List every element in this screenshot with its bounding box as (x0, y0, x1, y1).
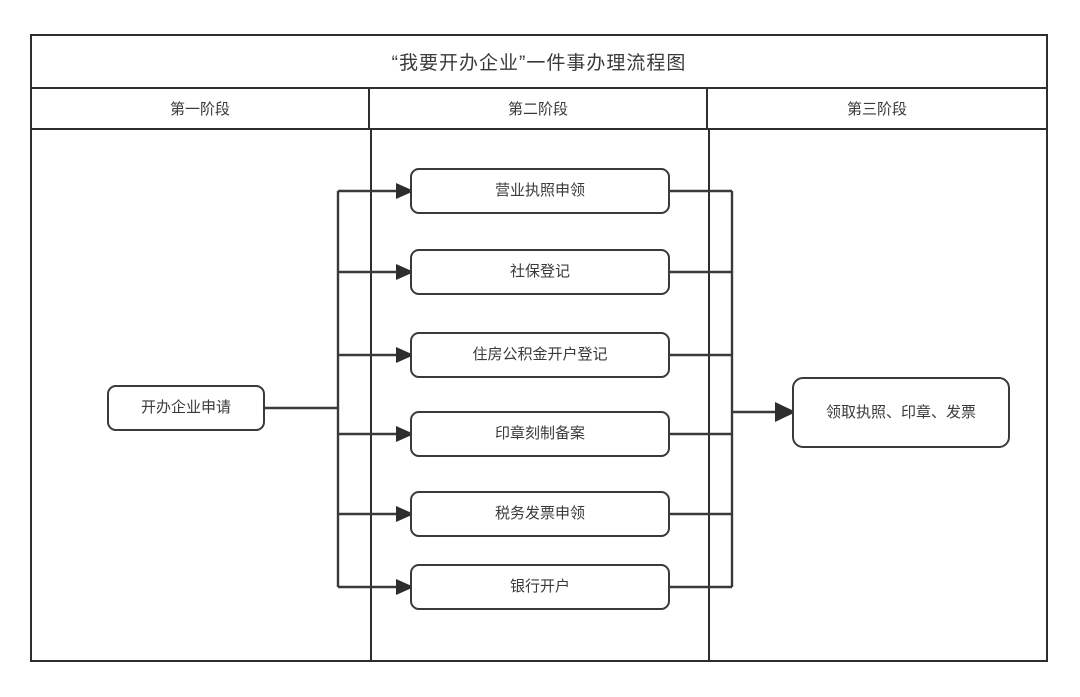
stage-header-1: 第一阶段 (32, 89, 370, 128)
node-seal-engraving[interactable]: 印章刻制备案 (410, 411, 670, 457)
stage-header-3: 第三阶段 (846, 101, 907, 118)
node-social-insurance[interactable]: 社保登记 (410, 249, 670, 295)
page-title: “我要开办企业”一件事办理流程图 (391, 53, 687, 74)
node-collect-documents[interactable]: 领取执照、印章、发票 (792, 377, 1010, 448)
node-tax-invoice[interactable]: 税务发票申领 (410, 491, 670, 537)
title-row: “我要开办企业”一件事办理流程图 (32, 36, 1046, 89)
flowchart-table-frame: “我要开办企业”一件事办理流程图 第一阶段 第二阶段 第三阶段 (30, 34, 1048, 662)
stage-header-row: 第一阶段 第二阶段 第三阶段 (32, 89, 1046, 130)
node-business-license[interactable]: 营业执照申领 (410, 168, 670, 214)
column-divider-2 (708, 130, 710, 660)
node-bank-account[interactable]: 银行开户 (410, 564, 670, 610)
node-start-application[interactable]: 开办企业申请 (107, 385, 265, 431)
stage-header-2: 第二阶段 (370, 89, 708, 128)
node-housing-fund[interactable]: 住房公积金开户登记 (410, 332, 670, 378)
column-divider-1 (370, 130, 372, 660)
